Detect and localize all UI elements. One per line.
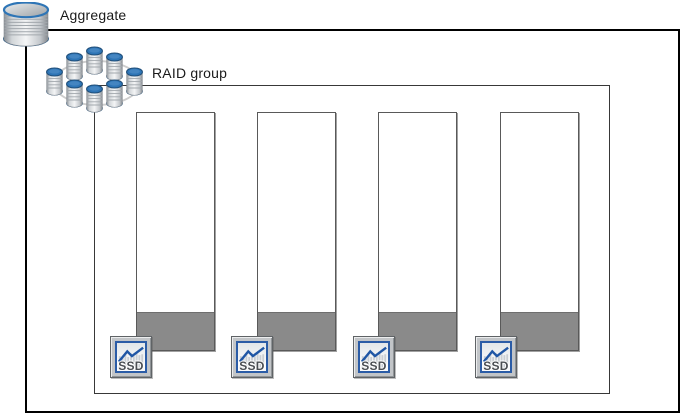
sparkline-chart-icon [360,346,387,369]
ssd-badge-label: SSD [361,359,387,373]
disk-cylinder-icon [106,79,123,108]
sparkline-chart-icon [117,346,144,369]
ssd-badge-icon: SSD [231,336,273,378]
disk-cylinder-icon [66,79,83,108]
raid-group-cluster-icon [44,44,146,116]
ssd-badge-panel: SSD [236,341,268,373]
disk-column [257,112,336,351]
disk-column [378,112,457,351]
sparkline-chart-icon [482,346,509,369]
ssd-badge-icon: SSD [353,336,395,378]
disk-cylinder-icon [66,52,83,81]
sparkline-chart-icon [238,346,265,369]
aggregate-cylinder-icon [2,2,50,47]
disk-cylinder-icon [106,52,123,81]
ssd-badge-panel: SSD [115,341,147,373]
ssd-badge-label: SSD [483,359,509,373]
disk-cylinder-icon [86,84,103,113]
ssd-badge-icon: SSD [475,336,517,378]
disk-column [136,112,215,351]
aggregate-boundary [25,29,680,413]
disk-column [500,112,579,351]
raid-group-label: RAID group [152,65,228,81]
ssd-badge-panel: SSD [480,341,512,373]
ssd-badge-label: SSD [118,359,144,373]
disk-cylinder-icon [126,67,143,96]
disk-cylinder-icon [46,67,63,96]
ssd-badge-label: SSD [239,359,265,373]
ssd-badge-icon: SSD [110,336,152,378]
aggregate-label: Aggregate [60,7,127,23]
disk-cylinder-icon [86,46,103,75]
ssd-badge-panel: SSD [358,341,390,373]
raid-group-boundary [94,85,610,394]
